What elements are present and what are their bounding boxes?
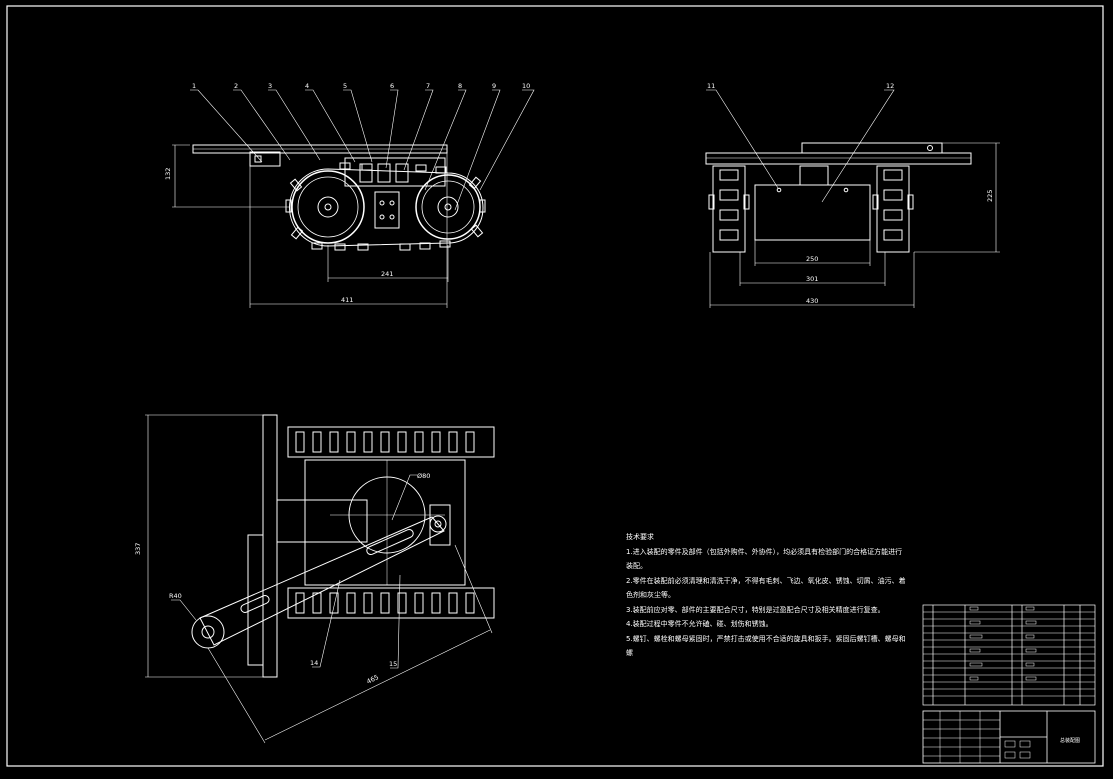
chassis-box	[344, 157, 446, 187]
balloon-11: 11	[707, 82, 715, 90]
note-item-4: 4.装配过程中零件不允许磕、碰、划伤和锈蚀。	[626, 620, 773, 628]
note-item-1: 1.进入装配的零件及部件（包括外购件、外协件），均必须具有检验部门的合格证方能进…	[626, 547, 903, 571]
side-view	[705, 89, 1000, 308]
dim-top-width: 337	[134, 543, 142, 555]
center-plate	[374, 191, 400, 229]
notes-title: 技术要求	[626, 533, 654, 541]
upper-track	[287, 426, 495, 458]
note-item-2: 2.零件在装配前必须清理和清洗干净，不得有毛刺、飞边、氧化皮、锈蚀、切屑、油污、…	[626, 576, 906, 600]
note-item-3: 3.装配前应对零、部件的主要配合尺寸，特别是过盈配合尺寸及相关精度进行复查。	[626, 605, 885, 614]
dim-radius-large: Ø80	[417, 472, 430, 480]
dim-side-height: 225	[986, 190, 994, 202]
balloon-4: 4	[305, 82, 309, 90]
balloon-6: 6	[390, 82, 394, 90]
front-view	[172, 89, 535, 308]
balloon-14: 14	[310, 659, 318, 667]
balloon-5: 5	[343, 82, 347, 90]
drive-sprocket	[291, 170, 365, 244]
drawing-frame	[6, 5, 1104, 767]
note-item-5: 5.螺钉、螺栓和螺母紧固时，严禁打击或使用不合适的旋具和扳手。紧固后螺钉槽、螺母…	[626, 634, 906, 658]
parts-list	[922, 604, 1096, 706]
balloon-1: 1	[192, 82, 196, 90]
dim-wheelbase: 241	[381, 270, 393, 278]
top-view	[145, 414, 495, 744]
front-view-labels: 1 2 3 4 5 6 7 8 9 10 132 241 411	[164, 82, 530, 304]
dim-length: 411	[341, 296, 353, 304]
dim-radius-small: R40	[169, 592, 182, 600]
drawing-name: 总装配图	[1060, 737, 1080, 744]
balloon-3: 3	[268, 82, 272, 90]
side-view-labels: 11 12 250 301 430 225	[707, 82, 994, 305]
lower-track	[287, 587, 495, 619]
title-block	[922, 710, 1096, 764]
top-body	[304, 459, 466, 586]
balloon-7: 7	[426, 82, 430, 90]
dim-track-width: 301	[806, 275, 818, 283]
balloon-9: 9	[492, 82, 496, 90]
balloon-12: 12	[886, 82, 894, 90]
balloon-15: 15	[389, 660, 397, 668]
balloon-10: 10	[522, 82, 530, 90]
technical-requirements: 技术要求 1.进入装配的零件及部件（包括外购件、外协件），均必须具有检验部门的合…	[626, 530, 906, 661]
dim-inner-width: 250	[806, 255, 818, 263]
balloon-8: 8	[458, 82, 462, 90]
dim-height: 132	[164, 168, 172, 180]
balloon-2: 2	[234, 82, 238, 90]
dim-overall-width: 430	[806, 297, 818, 305]
track-belt	[289, 168, 484, 247]
